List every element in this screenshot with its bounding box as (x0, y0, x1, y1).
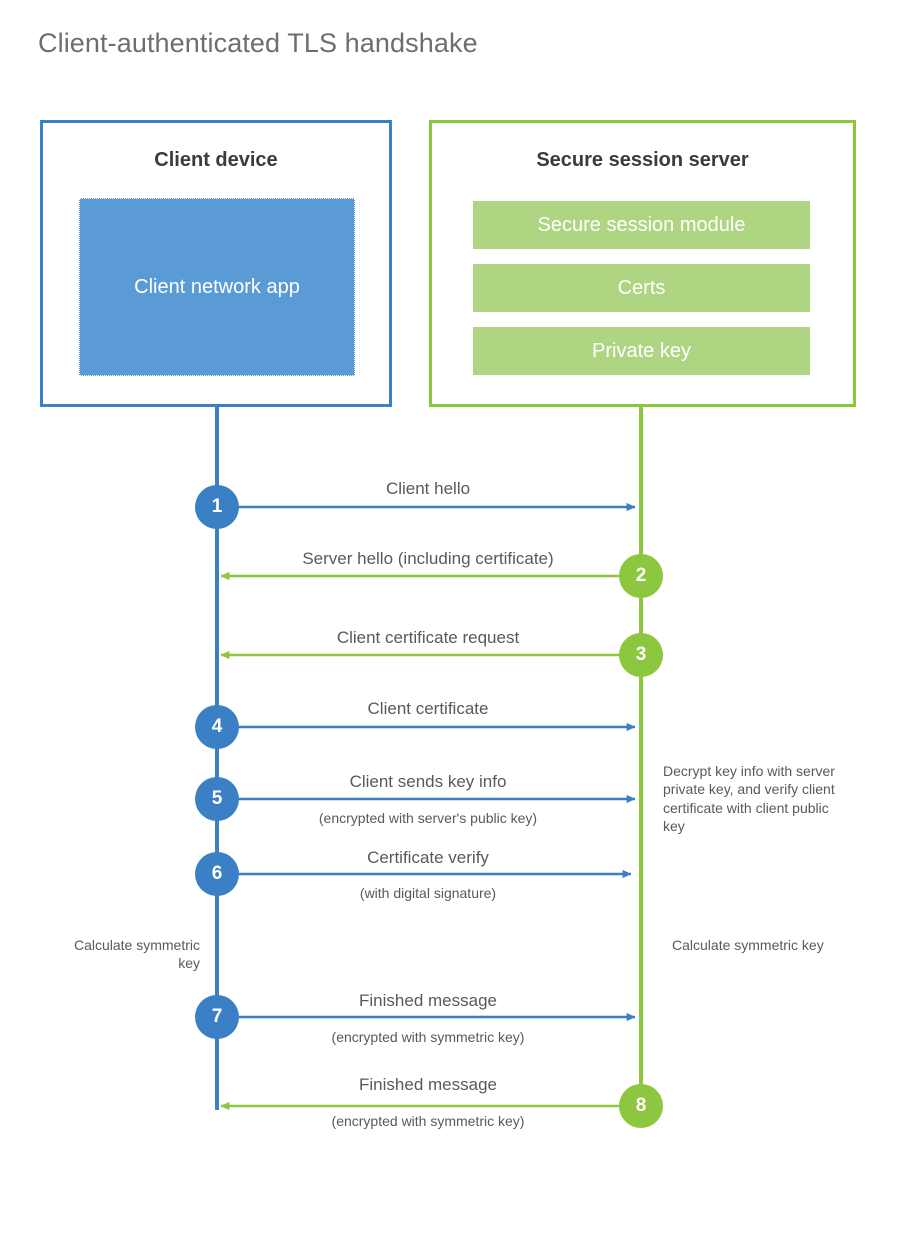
step-circle-1[interactable]: 1 (195, 485, 239, 529)
message-sublabel-5: (encrypted with server's public key) (318, 810, 538, 826)
step-circle-8[interactable]: 8 (619, 1084, 663, 1128)
message-label-3: Client certificate request (336, 628, 520, 647)
server-module-secure-session-module: Secure session module (473, 201, 810, 249)
step-circle-4[interactable]: 4 (195, 705, 239, 749)
server-module-private-key: Private key (473, 327, 810, 375)
client-device-box: Client device Client network app (40, 120, 392, 407)
step-circle-5[interactable]: 5 (195, 777, 239, 821)
note-server-decrypt-verify: Decrypt key info with server private key… (663, 763, 835, 835)
server-module-certs: Certs (473, 264, 810, 312)
message-label-2: Server hello (including certificate) (302, 549, 554, 568)
step-circle-2[interactable]: 2 (619, 554, 663, 598)
secure-session-server-title: Secure session server (536, 149, 749, 171)
message-label-4: Client certificate (367, 699, 489, 718)
step-circle-6[interactable]: 6 (195, 852, 239, 896)
page-title: Client-authenticated TLS handshake (38, 28, 478, 58)
client-lifeline (215, 404, 219, 1110)
message-sublabel-7: (encrypted with symmetric key) (331, 1029, 525, 1045)
message-label-6: Certificate verify (367, 848, 489, 867)
message-sublabel-6: (with digital signature) (359, 885, 497, 901)
secure-session-server-box: Secure session server Secure session mod… (429, 120, 856, 407)
note-server-calculate-symmetric-key: Calculate symmetric key (672, 937, 824, 953)
message-label-1: Client hello (385, 479, 471, 498)
message-sublabel-8: (encrypted with symmetric key) (331, 1113, 525, 1129)
client-network-app-block: Client network app (79, 198, 355, 376)
server-lifeline (639, 404, 643, 1106)
step-circle-3[interactable]: 3 (619, 633, 663, 677)
step-circle-7[interactable]: 7 (195, 995, 239, 1039)
note-client-calculate-symmetric-key: Calculate symmetric key (73, 937, 200, 972)
message-label-7: Finished message (359, 991, 497, 1010)
message-label-8: Finished message (359, 1075, 497, 1094)
message-label-5: Client sends key info (349, 772, 507, 791)
client-device-title: Client device (154, 149, 278, 171)
